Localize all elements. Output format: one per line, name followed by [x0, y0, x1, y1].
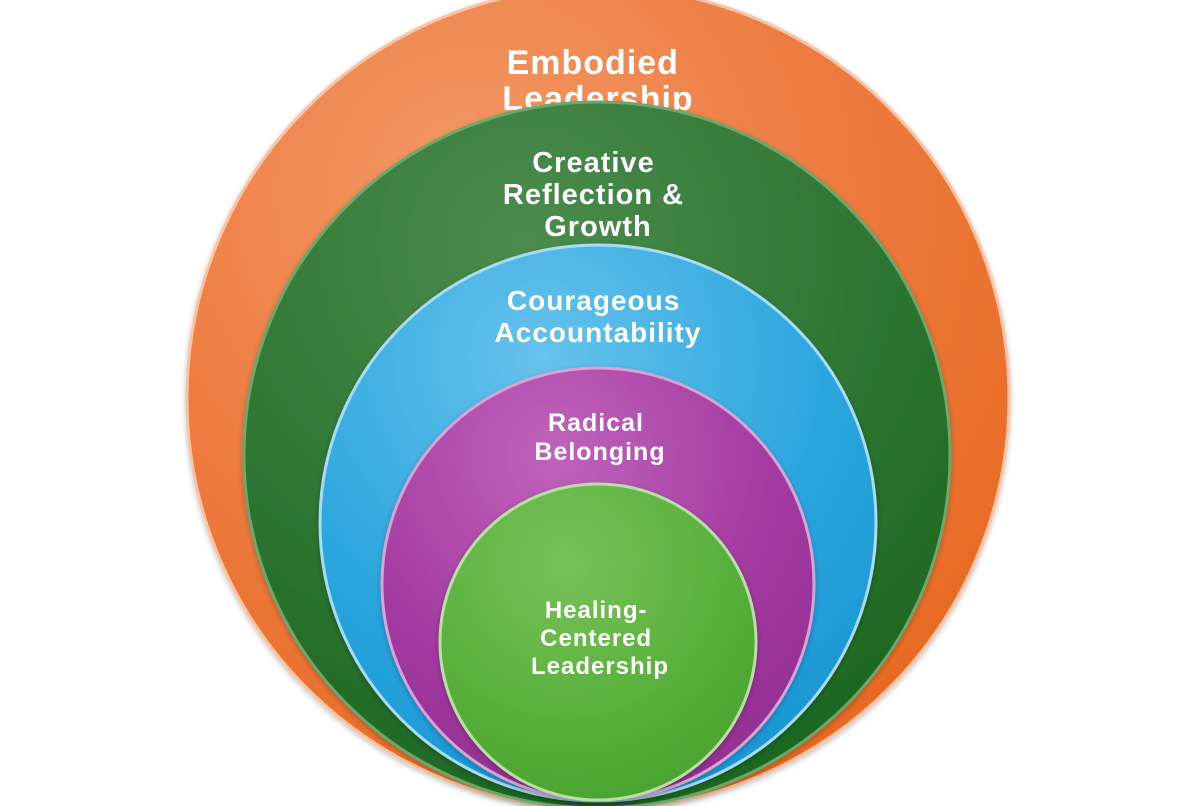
label-line: Creative — [532, 147, 654, 179]
label-line: Reflection & — [503, 179, 684, 211]
label-line: Growth — [544, 211, 652, 243]
ring-healing-centered-leadership-label: Healing- Centered Leadership — [531, 597, 669, 680]
label-line: Embodied — [507, 44, 679, 82]
ring-creative-reflection-growth-label: Creative Reflection & Growth — [503, 147, 693, 243]
label-line: Leadership — [531, 653, 669, 680]
label-line: Courageous — [507, 285, 680, 316]
label-line: Belonging — [534, 438, 665, 466]
ring-healing-centered-leadership — [438, 482, 758, 802]
label-line: Radical — [548, 409, 644, 437]
label-line: Centered — [540, 625, 652, 652]
ring-courageous-accountability-label: Courageous Accountability — [495, 285, 702, 348]
label-line: Accountability — [495, 317, 702, 348]
ring-radical-belonging-label: Radical Belonging — [534, 409, 665, 466]
label-line: Healing- — [545, 597, 648, 624]
